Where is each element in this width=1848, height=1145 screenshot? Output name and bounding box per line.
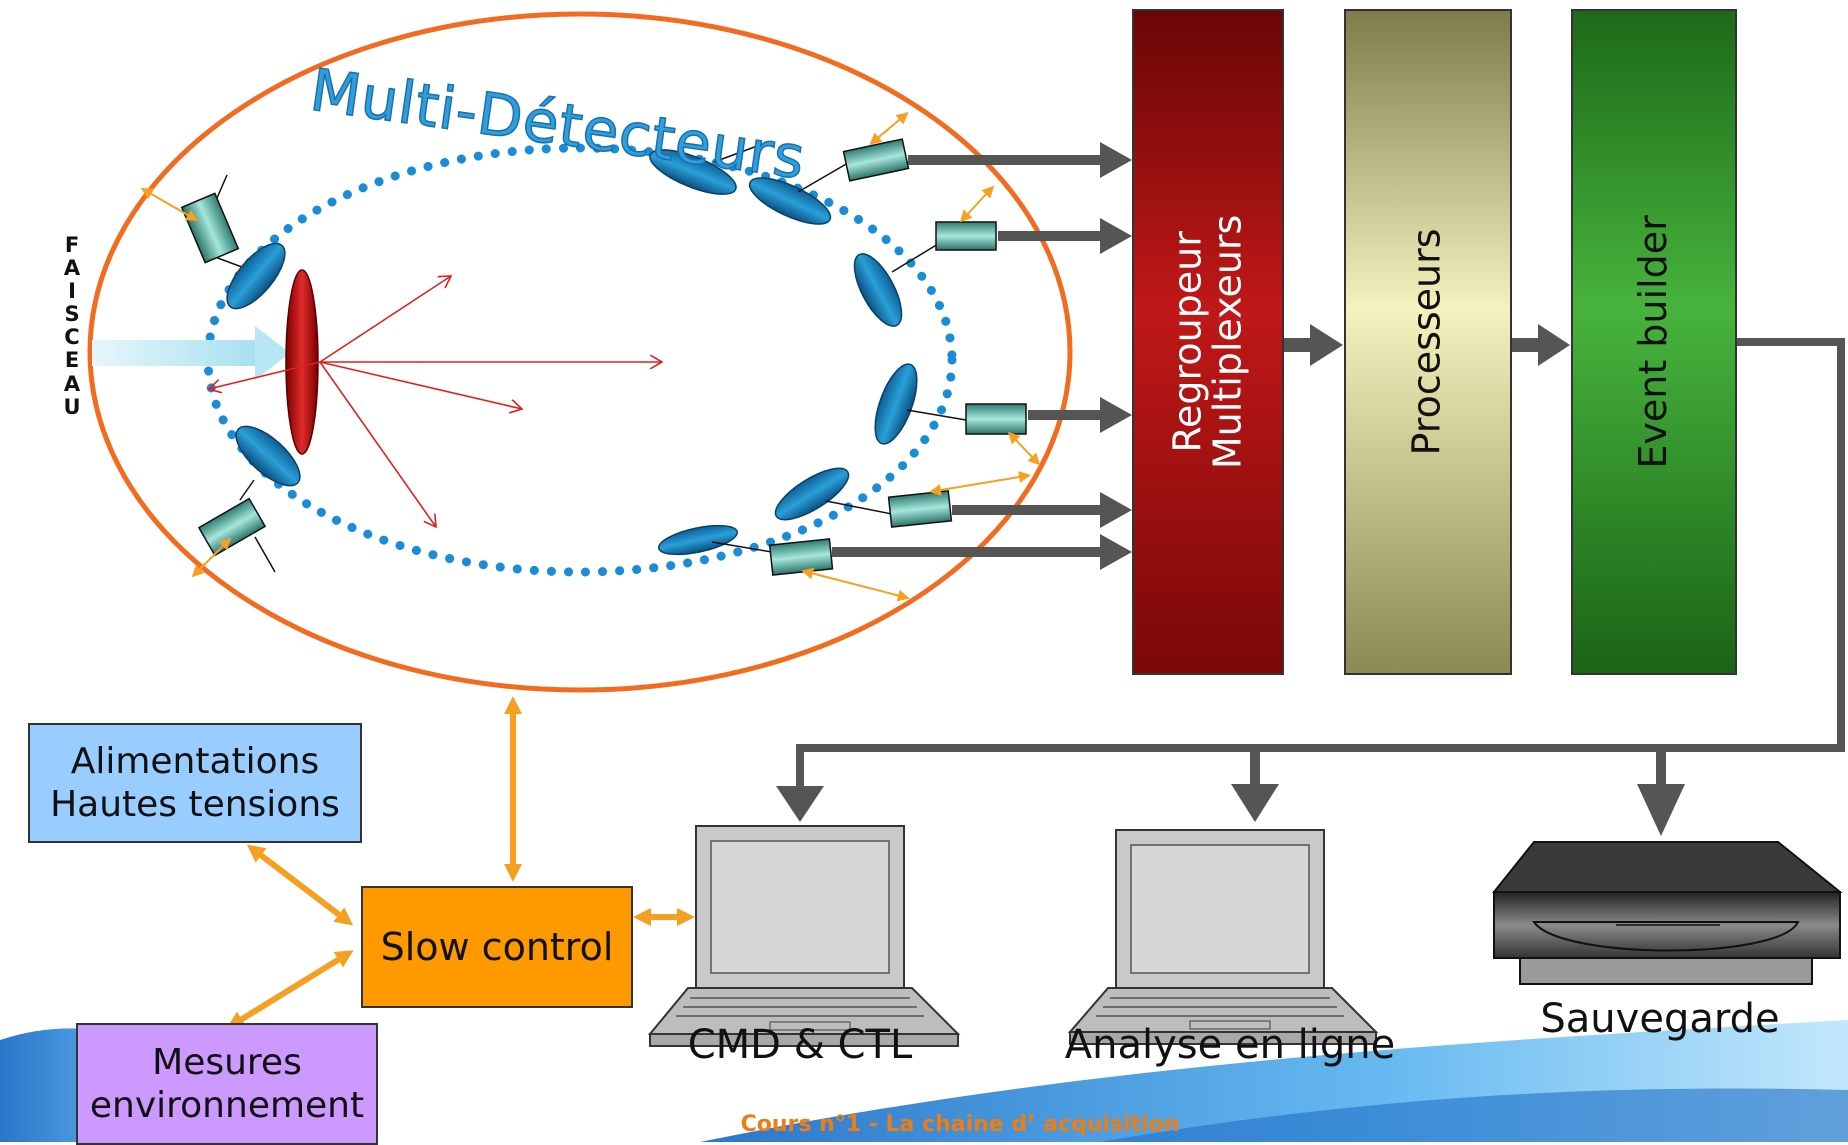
alimentations-box: Alimentations Hautes tensions bbox=[28, 723, 362, 843]
particle-tracks bbox=[209, 276, 662, 527]
analyse-label: Analyse en ligne bbox=[1064, 1022, 1396, 1068]
processeurs-stage bbox=[1344, 9, 1512, 675]
dotted-ring bbox=[203, 143, 957, 577]
footer-caption: Cours n°1 - La chaine d’ acquisition bbox=[740, 1112, 1180, 1137]
cmd-label: CMD & CTL bbox=[687, 1022, 913, 1068]
pipeline-arrows bbox=[1284, 324, 1570, 366]
beam-label-letter: E bbox=[64, 348, 80, 373]
processeurs-label: Processeurs bbox=[1405, 228, 1450, 456]
beam-label-letter: A bbox=[63, 371, 81, 396]
beam-label-letter: F bbox=[64, 233, 80, 257]
detector-ellipse bbox=[87, 11, 1073, 693]
event-builder-label: Event builder bbox=[1631, 215, 1676, 469]
slow-control-links bbox=[226, 696, 695, 1029]
beam-label-letter: C bbox=[64, 325, 80, 350]
regroupeur-label: Regroupeur Multiplexeurs bbox=[1165, 214, 1250, 470]
event-builder-stage bbox=[1571, 9, 1737, 675]
sauvegarde-label: Sauvegarde bbox=[1540, 996, 1780, 1042]
laptop-cmd bbox=[647, 825, 961, 1047]
regroupeur-stage bbox=[1132, 9, 1284, 675]
distribution-bus bbox=[776, 338, 1845, 836]
storage-drive bbox=[1491, 841, 1843, 985]
detector-modules bbox=[140, 112, 1041, 602]
slow-control-box: Slow control bbox=[361, 886, 633, 1008]
beam-label-letter: S bbox=[64, 302, 80, 327]
laptop-analyse bbox=[1067, 829, 1379, 1045]
target bbox=[285, 269, 319, 455]
beam-label-letter: U bbox=[63, 394, 81, 419]
beam-label-letter: A bbox=[63, 256, 81, 281]
detector-output-arrows bbox=[832, 142, 1132, 570]
beam-label-letter: I bbox=[68, 279, 76, 304]
beam bbox=[92, 326, 290, 380]
mesures-box: Mesures environnement bbox=[76, 1023, 378, 1145]
